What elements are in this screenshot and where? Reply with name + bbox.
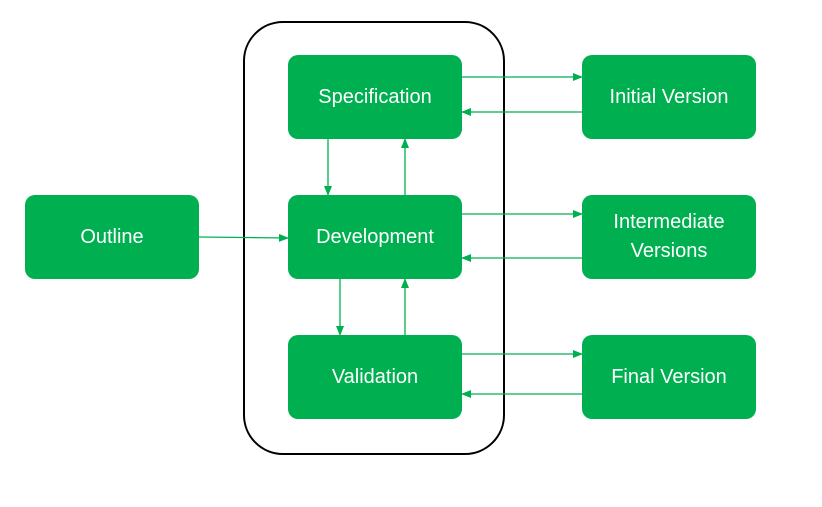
specification-label: Specification — [318, 85, 432, 108]
specification-node: Specification — [288, 55, 462, 139]
intermediate-versions-node: Intermediate Versions — [582, 195, 756, 279]
intermediate-versions-label: Intermediate Versions — [613, 211, 725, 262]
initial-version-node: Initial Version — [582, 55, 756, 139]
validation-label: Validation — [331, 365, 419, 388]
initial-version-label: Initial Version — [609, 85, 729, 108]
development-label: Development — [316, 225, 434, 248]
final-version-node: Final Version — [582, 335, 756, 419]
development-node: Development — [288, 195, 462, 279]
final-version-label: Final Version — [611, 365, 727, 388]
validation-node: Validation — [288, 335, 462, 419]
outline-node: Outline — [25, 195, 199, 279]
outline-label: Outline — [80, 225, 144, 248]
